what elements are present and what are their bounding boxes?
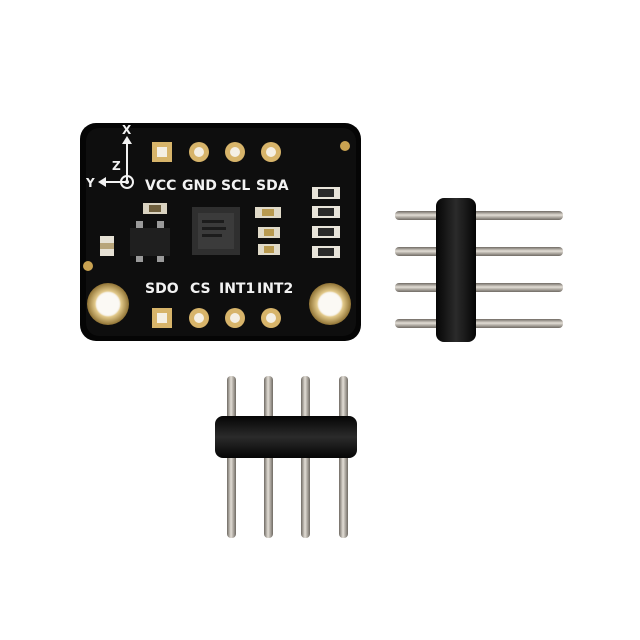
regulator-lead	[157, 221, 164, 228]
resistor-center	[318, 189, 334, 197]
pin-label-vcc: VCC	[145, 178, 176, 194]
y-axis-arrow	[98, 177, 106, 187]
pin-label-scl: SCL	[221, 178, 250, 194]
x-axis-arrow	[122, 136, 132, 144]
pad-hole	[157, 313, 167, 323]
resistor-center	[318, 208, 334, 216]
axis-label-z: Z	[112, 159, 121, 173]
pad-hole	[194, 147, 204, 157]
axis-indicator: X Y Z	[85, 123, 134, 190]
resistor-center	[318, 228, 334, 236]
pin-header-vertical	[215, 376, 357, 538]
pad-hole	[230, 313, 240, 323]
top-pin-labels: VCC GND SCL SDA	[145, 178, 289, 194]
chip-marking	[202, 227, 226, 230]
pad-hole	[157, 147, 167, 157]
header-housing	[436, 198, 476, 342]
pin-label-int2: INT2	[257, 281, 293, 297]
capacitor-band	[100, 243, 114, 249]
capacitor-center	[262, 209, 274, 216]
chip-marking	[202, 234, 222, 237]
pin-label-sdo: SDO	[145, 281, 179, 297]
sensor-chip	[192, 207, 240, 255]
pin-label-cs: CS	[190, 281, 211, 297]
axis-label-x: X	[122, 123, 132, 137]
pin-header-horizontal	[395, 198, 563, 342]
bottom-header-pads	[152, 308, 281, 328]
z-axis-dot	[125, 180, 129, 184]
axis-label-y: Y	[85, 176, 95, 190]
regulator-body	[130, 228, 170, 256]
mounting-hole-center	[319, 293, 341, 315]
capacitor-center	[264, 229, 274, 236]
pin-label-gnd: GND	[182, 178, 217, 194]
capacitor-center	[149, 205, 161, 212]
capacitor-center	[264, 246, 274, 253]
mounting-hole-center	[97, 293, 119, 315]
regulator-chip	[130, 221, 170, 262]
pad-hole	[230, 147, 240, 157]
header-pin	[395, 319, 563, 328]
bottom-pin-labels: SDO CS INT1 INT2	[145, 281, 293, 297]
sensor-board: X Y Z VCC GND SCL SDA SDO CS INT1 INT2	[80, 123, 361, 341]
header-pin	[395, 283, 563, 292]
chip-body	[198, 213, 234, 249]
header-pin	[395, 247, 563, 256]
passive-components	[100, 187, 340, 258]
regulator-lead	[136, 221, 143, 228]
pin-label-int1: INT1	[219, 281, 255, 297]
pad-hole	[194, 313, 204, 323]
header-pin	[395, 211, 563, 220]
chip-marking	[202, 220, 224, 223]
top-header-pads	[152, 142, 281, 162]
header-housing	[215, 416, 357, 458]
via	[340, 141, 350, 151]
pin-label-sda: SDA	[256, 178, 289, 194]
resistor-center	[318, 248, 334, 256]
regulator-lead	[157, 256, 164, 262]
pad-hole	[266, 313, 276, 323]
pad-hole	[266, 147, 276, 157]
via	[83, 261, 93, 271]
z-axis-circle	[120, 175, 134, 189]
regulator-lead	[136, 256, 143, 262]
